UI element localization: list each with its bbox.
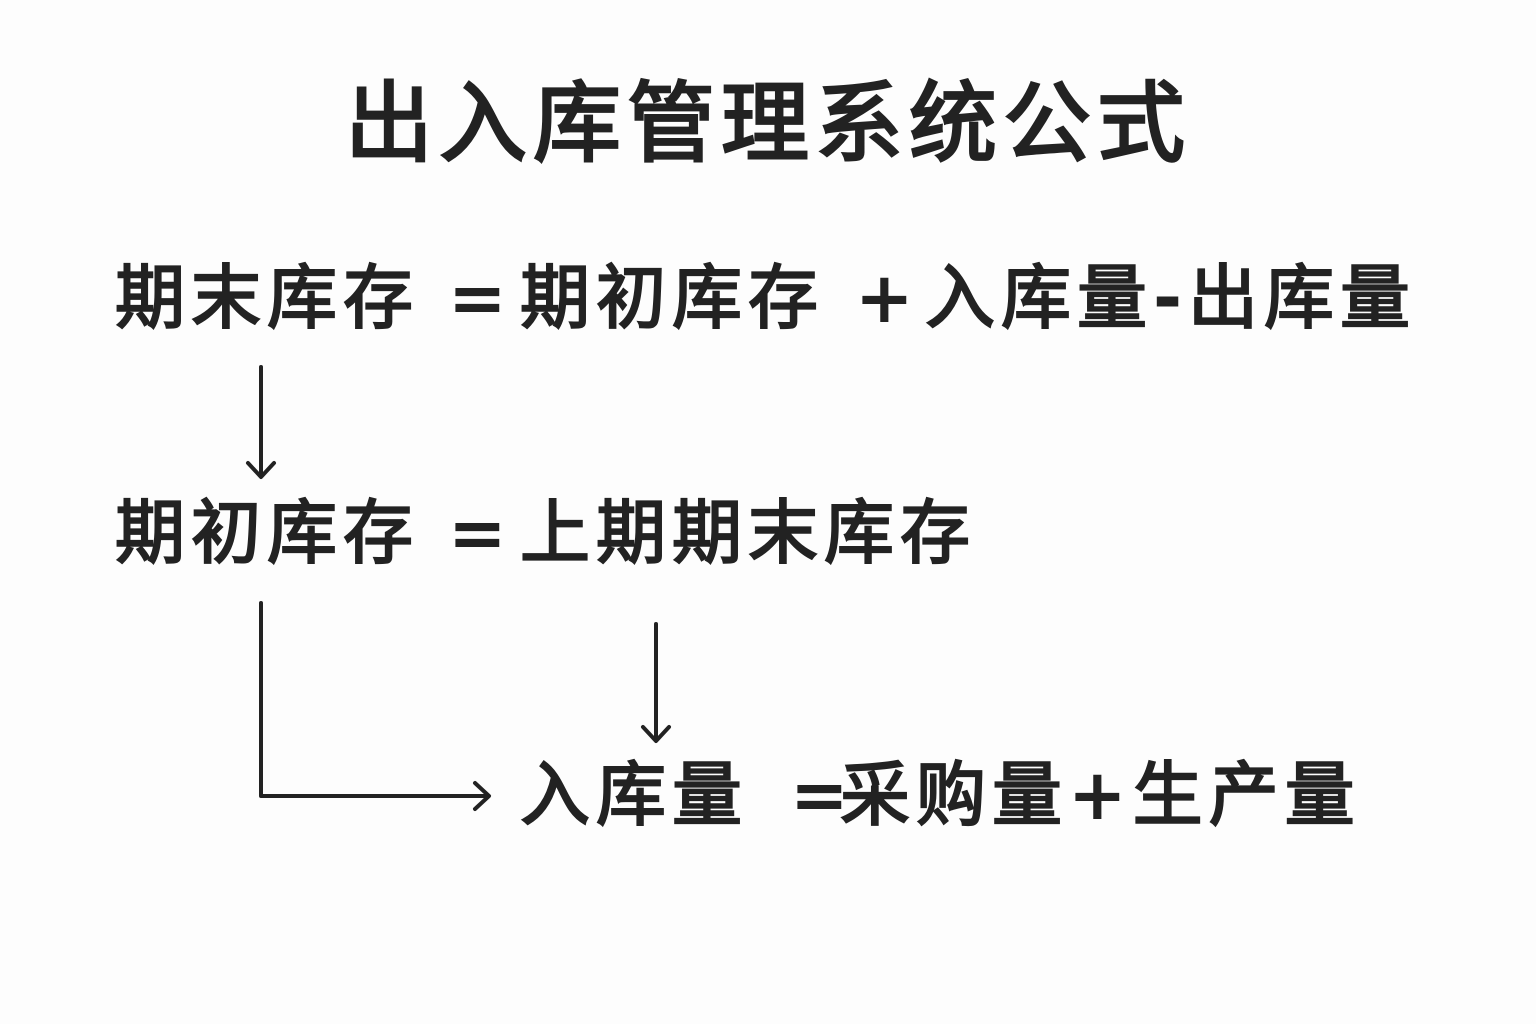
plus-sign: + xyxy=(855,257,920,339)
arrow-down-1 xyxy=(246,365,276,479)
equals-sign: = xyxy=(448,257,513,339)
formula-term: 期初库存 xyxy=(520,257,824,339)
arrow-down-2 xyxy=(641,622,671,743)
arrow-elbow xyxy=(259,601,491,811)
formula-term: 入库量-出库量 xyxy=(925,257,1417,339)
formula-lhs: 入库量 xyxy=(520,754,748,836)
equals-sign: = xyxy=(790,754,855,836)
diagram-title: 出入库管理系统公式 xyxy=(344,72,1191,175)
equals-sign: = xyxy=(448,492,513,574)
formula-lhs: 期末库存 xyxy=(115,257,419,339)
formula-lhs: 期初库存 xyxy=(115,492,419,574)
formula-term: 上期期末库存 xyxy=(520,492,976,574)
formula-term: 采购量+生产量 xyxy=(840,754,1361,836)
